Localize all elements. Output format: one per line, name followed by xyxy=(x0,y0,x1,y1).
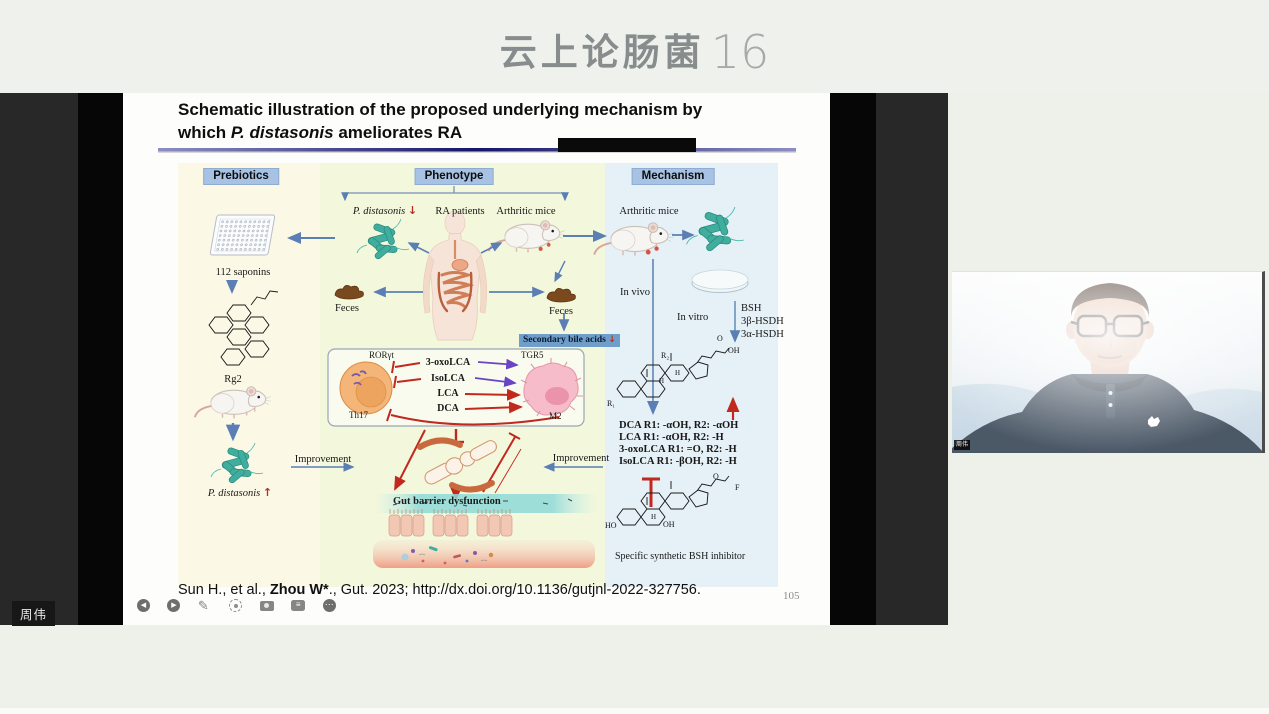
presentation-slide: Schematic illustration of the proposed u… xyxy=(123,93,830,625)
luminal-microbes xyxy=(401,546,494,565)
label-arthritic-mice: Arthritic mice xyxy=(496,206,556,217)
more-options-icon[interactable] xyxy=(322,599,336,613)
joint-icon xyxy=(417,437,497,493)
label-r2: R₂ xyxy=(661,351,670,360)
label-bsh-inhibitor-caption: Specific synthetic BSH inhibitor xyxy=(615,551,746,562)
presenter-name-tag: 周伟 xyxy=(12,601,56,626)
webcam-name-tag: 周伟 xyxy=(954,440,971,450)
label-rorgt: RORγt xyxy=(369,350,394,360)
column-header-mechanism: Mechanism xyxy=(631,168,715,185)
label-gut-barrier-dysfunction: Gut barrier dysfunction xyxy=(393,496,501,507)
label-112-saponins: 112 saponins xyxy=(215,267,271,278)
slide-title-line1: Schematic illustration of the proposed u… xyxy=(178,100,703,119)
label-tgr5: TGR5 xyxy=(521,350,544,360)
column-header-prebiotics: Prebiotics xyxy=(203,168,279,185)
label-isolca-rgroups: IsoLCA R1: -βOH, R2: -H xyxy=(619,456,737,467)
label-ra-patients: RA patients xyxy=(435,206,485,217)
mouse-icon xyxy=(593,221,675,257)
label-th17: Th17 xyxy=(349,410,368,420)
mechanism-diagram xyxy=(158,138,796,587)
label-in-vitro: In vitro xyxy=(677,312,709,323)
redaction-block xyxy=(558,138,696,152)
label-feces-right: Feces xyxy=(549,306,573,317)
label-lca-rgroups: LCA R1: -αOH, R2: -H xyxy=(619,432,724,443)
slide-title-line2: which P. distasonis ameliorates RA xyxy=(178,123,463,142)
title-underline xyxy=(158,148,796,152)
secondary-bile-acids-badge: Secondary bile acids ↓ xyxy=(519,334,620,347)
comment-icon[interactable] xyxy=(291,600,306,612)
m2-macrophage-icon xyxy=(520,358,583,419)
letterbox-left xyxy=(0,93,78,625)
label-mediator-lca: LCA xyxy=(437,388,459,399)
watermark-number: 16 xyxy=(710,25,770,79)
label-m2: M2 xyxy=(549,411,562,421)
up-arrow-indicator: ↑ xyxy=(262,486,273,499)
label-p-distasonis-up: P. distasonis ↑ xyxy=(207,486,273,499)
citation: Sun H., et al., Zhou W*., Gut. 2023; htt… xyxy=(178,582,701,598)
label-improvement-right: Improvement xyxy=(552,453,610,464)
label-h: H xyxy=(651,513,657,521)
down-arrow-indicator: ↓ xyxy=(608,335,616,345)
label-h: H xyxy=(675,369,681,377)
label-enzyme-3b-hsdh: 3β-HSDH xyxy=(741,316,784,327)
label-improvement-left: Improvement xyxy=(294,454,352,465)
label-o: O xyxy=(713,472,719,481)
slide-page-number: 105 xyxy=(783,590,800,602)
label-f: F xyxy=(735,483,740,492)
th17-cell-icon xyxy=(339,361,393,415)
label-mediator-dca: DCA xyxy=(437,403,459,414)
label-in-vivo: In vivo xyxy=(620,287,651,298)
label-mediator-isolca: IsoLCA xyxy=(431,373,465,384)
label-o: O xyxy=(717,334,723,343)
petri-dish-icon xyxy=(691,269,749,293)
laser-pointer-icon[interactable] xyxy=(229,599,243,613)
gut-epithelium xyxy=(388,509,513,537)
next-slide-icon[interactable] xyxy=(167,599,181,613)
label-feces-left: Feces xyxy=(335,303,359,314)
column-header-phenotype: Phenotype xyxy=(414,168,494,185)
mouse-icon xyxy=(487,219,566,254)
down-arrow-indicator: ↓ xyxy=(407,204,418,217)
presentation-toolbar xyxy=(137,597,349,613)
webcam-video[interactable]: 周伟 xyxy=(952,271,1265,453)
label-oh: OH xyxy=(663,520,675,529)
record-icon[interactable] xyxy=(259,600,274,611)
gut-barrier-band xyxy=(375,494,597,513)
pen-icon[interactable] xyxy=(198,599,212,613)
bottom-strip xyxy=(0,708,1269,714)
label-3oxolca-rgroups: 3-oxoLCA R1: =O, R2: -H xyxy=(619,444,737,455)
screen-share-region: Schematic illustration of the proposed u… xyxy=(0,93,948,626)
previous-slide-icon[interactable] xyxy=(137,599,150,613)
inflamed-mucosa xyxy=(373,540,595,568)
label-mediator-3oxolca: 3-oxoLCA xyxy=(425,357,471,368)
well-plate-icon xyxy=(209,214,276,256)
label-ho: HO xyxy=(605,521,617,530)
label-oh: OH xyxy=(728,346,740,355)
human-figure xyxy=(422,210,488,341)
label-r1: R₁ xyxy=(607,399,616,408)
label-dca-rgroups: DCA R1: -αOH, R2: -αOH xyxy=(619,420,739,431)
label-h: H xyxy=(659,377,665,385)
webcam-person xyxy=(952,272,1262,453)
label-p-distasonis-down: P. distasonis ↓ xyxy=(352,204,418,217)
label-enzyme-bsh: BSH xyxy=(741,303,762,314)
letterbox-right xyxy=(876,93,948,625)
label-enzyme-3a-hsdh: 3α-HSDH xyxy=(741,329,784,340)
label-rg2: Rg2 xyxy=(224,374,242,385)
label-arthritic-mice-mech: Arthritic mice xyxy=(619,206,679,217)
saponin-structure-icon xyxy=(208,290,279,366)
watermark-chinese: 云上论肠菌 xyxy=(499,32,705,73)
